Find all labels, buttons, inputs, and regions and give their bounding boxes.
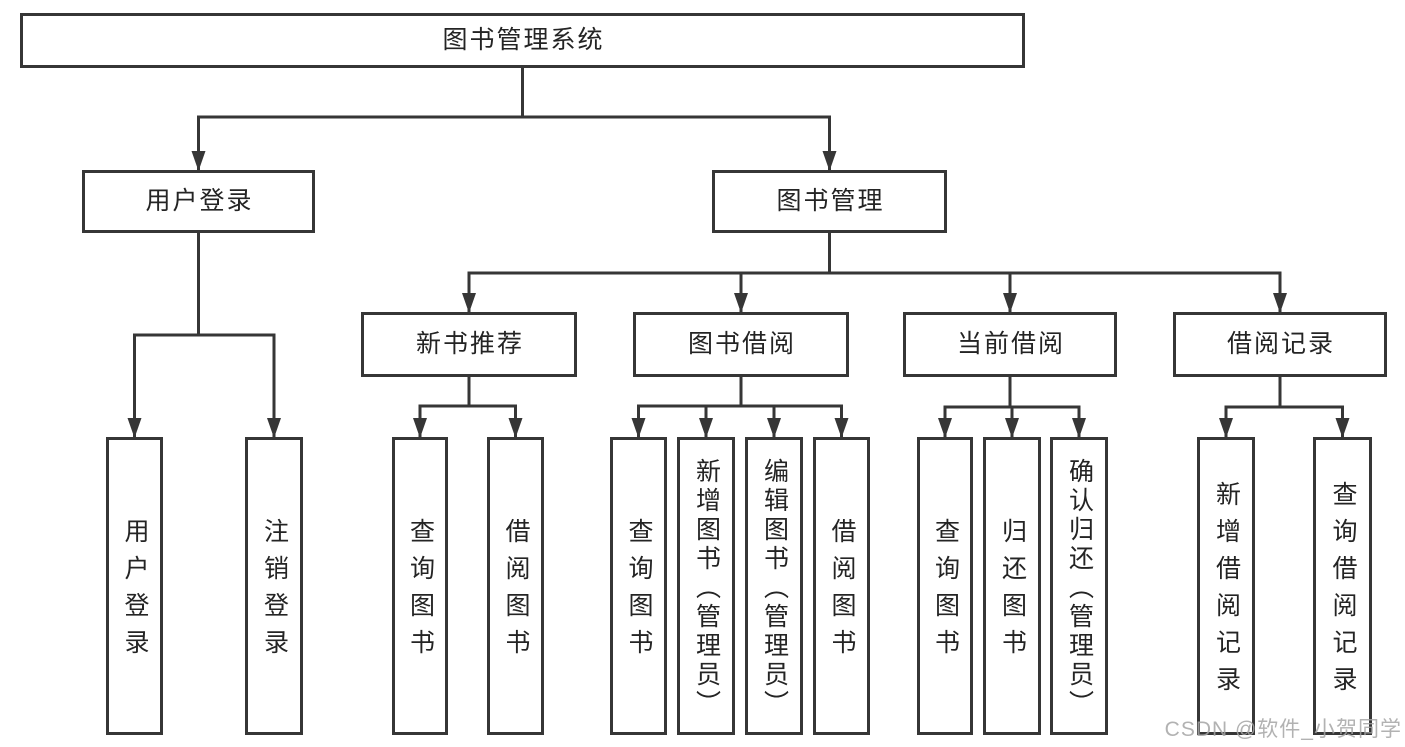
node-label-query3: 查询图书 [931,518,960,666]
connector-records-addrec [1219,376,1282,438]
node-label-addrec: 新增借阅记录 [1212,481,1241,703]
connector-bookmgmt-borrowmgr [734,232,831,313]
connector-root-login [191,67,524,171]
node-label-confirm: 确认归还（管理员） [1065,457,1094,719]
diagram-node-query3: 查询图书 [917,437,973,735]
diagram-node-queryrec: 查询借阅记录 [1313,437,1372,735]
node-label-bookmgmt: 图书管理 [776,187,885,215]
diagram-node-root: 图书管理系统 [20,13,1025,68]
connector-current-confirm [1008,376,1086,438]
connector-root-bookmgmt [521,67,837,171]
connector-current-query3 [938,376,1012,438]
node-label-records: 借阅记录 [1226,330,1335,358]
diagram-node-query2: 查询图书 [610,437,667,735]
connector-login-userlogin [127,232,200,438]
node-label-borrow1: 借阅图书 [502,518,530,666]
connector-newbook-query1 [413,376,471,438]
node-label-query2: 查询图书 [625,518,653,666]
diagram-node-userlogin: 用户登录 [106,437,163,735]
node-label-current: 当前借阅 [956,330,1065,358]
diagram-node-newbook: 新书推荐 [361,312,577,377]
diagram-node-records: 借阅记录 [1173,312,1387,377]
connector-borrowmgr-addbook [699,376,743,438]
node-label-login: 用户登录 [145,187,254,215]
connector-login-logout [197,232,281,438]
diagram-node-logout: 注销登录 [245,437,303,735]
node-label-borrowmgr: 图书借阅 [687,330,796,358]
diagram-node-login: 用户登录 [82,170,315,233]
diagram-node-current: 当前借阅 [903,312,1117,377]
diagram-node-editbook: 编辑图书（管理员） [745,437,803,735]
diagram-node-borrow1: 借阅图书 [487,437,544,735]
node-label-userlogin: 用户登录 [121,518,149,666]
diagram-node-borrow2: 借阅图书 [813,437,870,735]
node-label-root: 图书管理系统 [442,26,605,54]
diagram-node-addbook: 新增图书（管理员） [677,437,735,735]
node-label-query1: 查询图书 [406,518,435,666]
connector-records-queryrec [1278,376,1350,438]
diagram-node-query1: 查询图书 [392,437,448,735]
node-label-newbook: 新书推荐 [415,330,524,358]
connector-newbook-borrow1 [467,376,523,438]
diagram-node-confirm: 确认归还（管理员） [1050,437,1108,735]
connector-borrowmgr-borrow2 [739,376,849,438]
node-label-queryrec: 查询借阅记录 [1329,481,1357,703]
node-label-borrow2: 借阅图书 [828,518,856,666]
node-label-return: 归还图书 [998,518,1027,666]
node-label-addbook: 新增图书（管理员） [692,457,721,719]
diagram-node-borrowmgr: 图书借阅 [633,312,849,377]
connector-bookmgmt-records [828,232,1287,313]
diagram-node-return: 归还图书 [983,437,1041,735]
node-label-logout: 注销登录 [260,518,289,666]
diagram-node-addrec: 新增借阅记录 [1197,437,1255,735]
diagram-node-bookmgmt: 图书管理 [712,170,947,233]
node-label-editbook: 编辑图书（管理员） [760,457,789,719]
